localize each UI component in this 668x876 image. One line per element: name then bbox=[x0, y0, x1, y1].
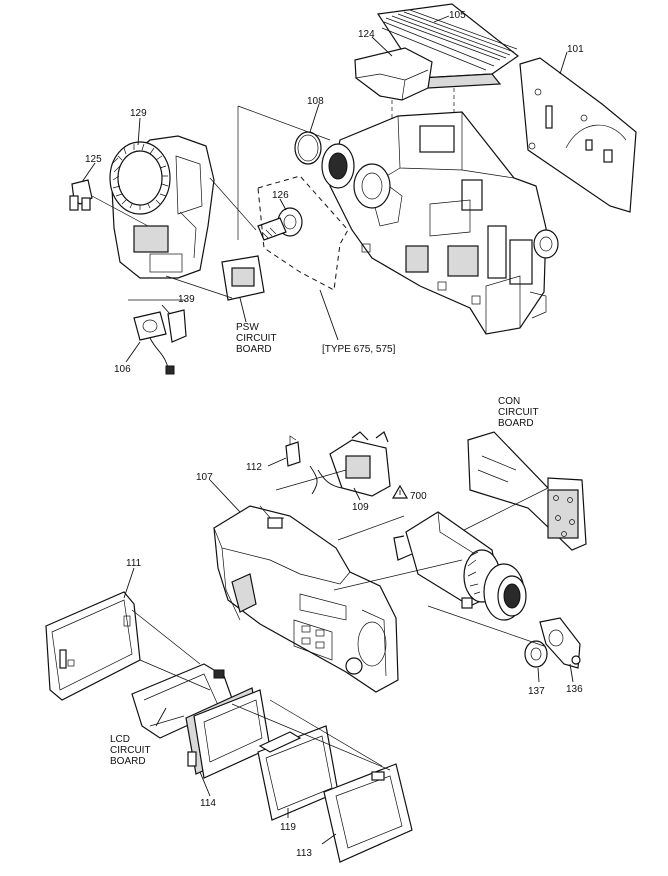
callout-119: 119 bbox=[280, 822, 296, 833]
part-136-bracket bbox=[539, 617, 581, 669]
body-lens-front bbox=[321, 143, 391, 209]
con-board-label-line1: CON bbox=[498, 396, 520, 407]
lcd-board-label-line2: CIRCUIT bbox=[110, 745, 151, 756]
part-126-knob bbox=[257, 207, 303, 241]
callout-112: 112 bbox=[246, 462, 262, 473]
psw-board-label-line3: BOARD bbox=[236, 344, 272, 355]
con-board-label-line3: BOARD bbox=[498, 418, 534, 429]
part-139-bracket bbox=[167, 309, 187, 343]
lcd-circuit-board bbox=[131, 663, 271, 779]
callout-700: 700 bbox=[410, 491, 427, 502]
callout-137: 137 bbox=[528, 686, 545, 697]
safety-warning-icon bbox=[391, 484, 409, 499]
callout-109: 109 bbox=[352, 502, 369, 513]
callout-106: 106 bbox=[114, 364, 131, 375]
callout-107: 107 bbox=[196, 472, 213, 483]
callout-105: 105 bbox=[449, 10, 466, 21]
callout-136: 136 bbox=[566, 684, 583, 695]
callout-125: 125 bbox=[85, 154, 102, 165]
callout-113: 113 bbox=[296, 848, 312, 859]
callout-101: 101 bbox=[567, 44, 584, 55]
part-106-sensor-block bbox=[133, 311, 175, 375]
part-113-lcd-frame bbox=[323, 763, 413, 863]
part-112-bracket bbox=[285, 435, 301, 467]
part-101-side-panel bbox=[519, 57, 637, 213]
part-125-clip bbox=[69, 179, 93, 211]
part-109-viewfinder bbox=[309, 431, 391, 497]
part-137-disc bbox=[524, 640, 548, 668]
callout-111: 111 bbox=[126, 558, 142, 569]
part-107-main-housing bbox=[213, 505, 399, 693]
callout-126: 126 bbox=[272, 190, 289, 201]
main-camera-body bbox=[329, 111, 559, 335]
callout-108: 108 bbox=[307, 96, 324, 107]
part-700-lens-block bbox=[393, 511, 527, 621]
con-board-label-line2: CIRCUIT bbox=[498, 407, 539, 418]
callout-124: 124 bbox=[358, 29, 375, 40]
lcd-board-label-line3: BOARD bbox=[110, 756, 146, 767]
callout-114: 114 bbox=[200, 798, 216, 809]
upper-leader-lines bbox=[81, 15, 568, 363]
callout-139: 139 bbox=[178, 294, 195, 305]
part-108-o-ring bbox=[294, 131, 322, 165]
psw-board-label-line1: PSW bbox=[236, 322, 259, 333]
callout-129: 129 bbox=[130, 108, 147, 119]
lower-leader-lines bbox=[123, 457, 574, 845]
psw-board-label-line2: CIRCUIT bbox=[236, 333, 277, 344]
psw-circuit-board bbox=[221, 255, 265, 301]
part-119-lcd-glass bbox=[257, 725, 339, 821]
lcd-board-label-line1: LCD bbox=[110, 734, 130, 745]
type-variant-outline bbox=[257, 175, 349, 291]
type-variant-note: [TYPE 675, 575] bbox=[322, 344, 396, 355]
part-111-lcd-back-cover bbox=[45, 591, 141, 701]
part-129-front-cover bbox=[109, 135, 215, 279]
callout-labels: 105 124 101 108 129 125 126 139 106 PSW … bbox=[85, 10, 584, 859]
part-124-lid bbox=[354, 47, 433, 101]
con-circuit-board bbox=[467, 431, 587, 551]
